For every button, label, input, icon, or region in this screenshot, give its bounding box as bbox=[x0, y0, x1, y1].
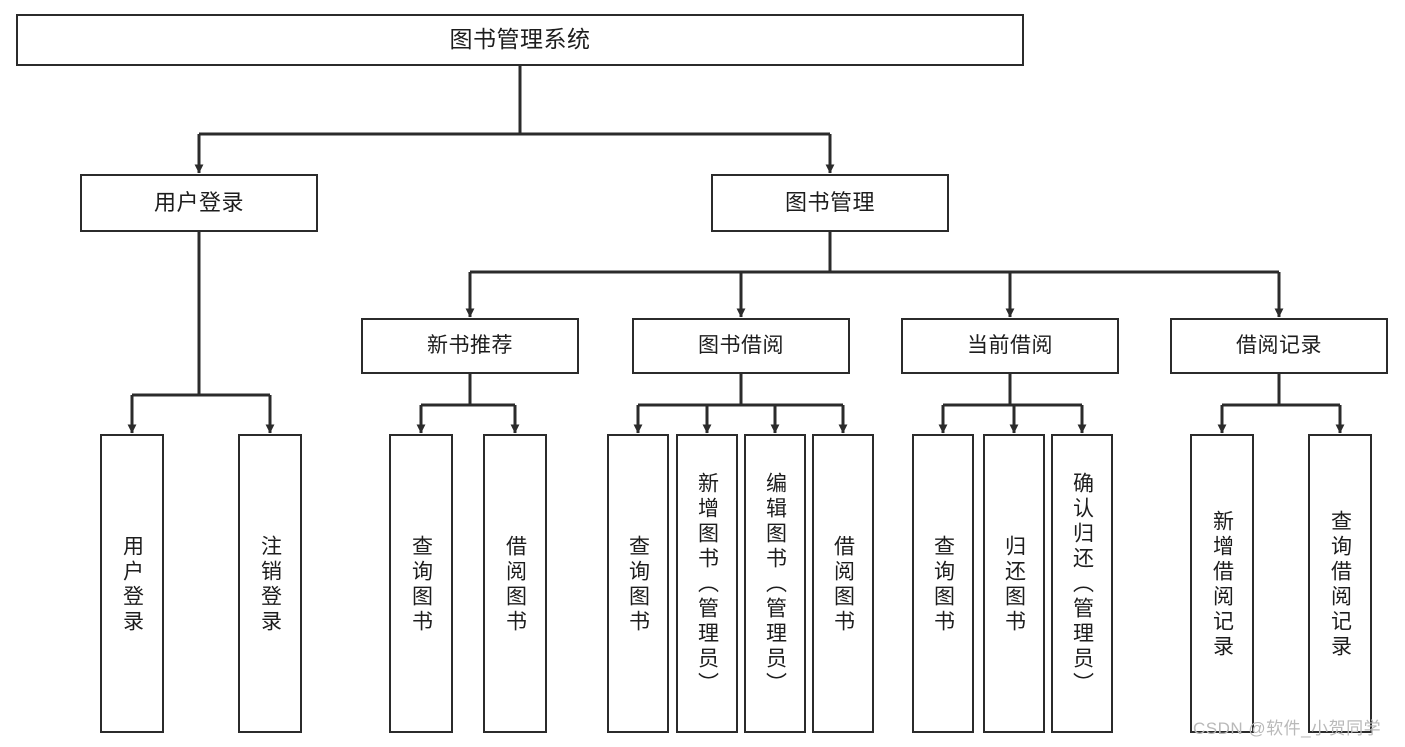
node-label: 借阅图书 bbox=[831, 534, 855, 635]
node-label: 查询图书 bbox=[626, 534, 650, 635]
node-leaf-query-book-1[interactable]: 查询图书 bbox=[389, 434, 453, 733]
node-label: 新增借阅记录 bbox=[1210, 509, 1234, 660]
node-label: 查询借阅记录 bbox=[1328, 509, 1352, 660]
node-label: 归还图书 bbox=[1002, 534, 1026, 635]
node-leaf-edit-book[interactable]: 编辑图书（管理员） bbox=[744, 434, 806, 733]
node-label: 编辑图书（管理员） bbox=[763, 472, 787, 697]
node-leaf-return-book[interactable]: 归还图书 bbox=[983, 434, 1045, 733]
node-label: 图书管理系统 bbox=[449, 26, 591, 53]
node-label: 用户登录 bbox=[120, 534, 144, 635]
node-label: 新增图书（管理员） bbox=[695, 472, 719, 697]
node-leaf-user-login[interactable]: 用户登录 bbox=[100, 434, 164, 733]
node-leaf-query-book-3[interactable]: 查询图书 bbox=[912, 434, 974, 733]
node-leaf-query-record[interactable]: 查询借阅记录 bbox=[1308, 434, 1372, 733]
node-label: 确认归还（管理员） bbox=[1070, 472, 1094, 697]
node-leaf-borrow-book-2[interactable]: 借阅图书 bbox=[812, 434, 874, 733]
node-label: 注销登录 bbox=[258, 534, 282, 635]
edge-group bbox=[127, 66, 1345, 434]
node-label: 当前借阅 bbox=[967, 333, 1053, 357]
node-label: 查询图书 bbox=[931, 534, 955, 635]
node-label: 借阅记录 bbox=[1236, 333, 1322, 357]
node-label: 用户登录 bbox=[153, 190, 244, 216]
node-book-borrow[interactable]: 图书借阅 bbox=[632, 318, 850, 374]
node-leaf-user-logout[interactable]: 注销登录 bbox=[238, 434, 302, 733]
node-label: 查询图书 bbox=[409, 534, 433, 635]
node-new-book-recommend[interactable]: 新书推荐 bbox=[361, 318, 579, 374]
node-current-borrow[interactable]: 当前借阅 bbox=[901, 318, 1119, 374]
node-leaf-borrow-book-1[interactable]: 借阅图书 bbox=[483, 434, 547, 733]
node-book-manage[interactable]: 图书管理 bbox=[711, 174, 949, 232]
node-label: 图书借阅 bbox=[698, 333, 784, 357]
node-root[interactable]: 图书管理系统 bbox=[16, 14, 1024, 66]
node-leaf-query-book-2[interactable]: 查询图书 bbox=[607, 434, 669, 733]
node-borrow-record[interactable]: 借阅记录 bbox=[1170, 318, 1388, 374]
node-label: 图书管理 bbox=[784, 190, 875, 216]
node-leaf-add-record[interactable]: 新增借阅记录 bbox=[1190, 434, 1254, 733]
node-label: 借阅图书 bbox=[503, 534, 527, 635]
node-label: 新书推荐 bbox=[427, 333, 513, 357]
node-leaf-confirm-return[interactable]: 确认归还（管理员） bbox=[1051, 434, 1113, 733]
node-leaf-add-book[interactable]: 新增图书（管理员） bbox=[676, 434, 738, 733]
node-user-login[interactable]: 用户登录 bbox=[80, 174, 318, 232]
